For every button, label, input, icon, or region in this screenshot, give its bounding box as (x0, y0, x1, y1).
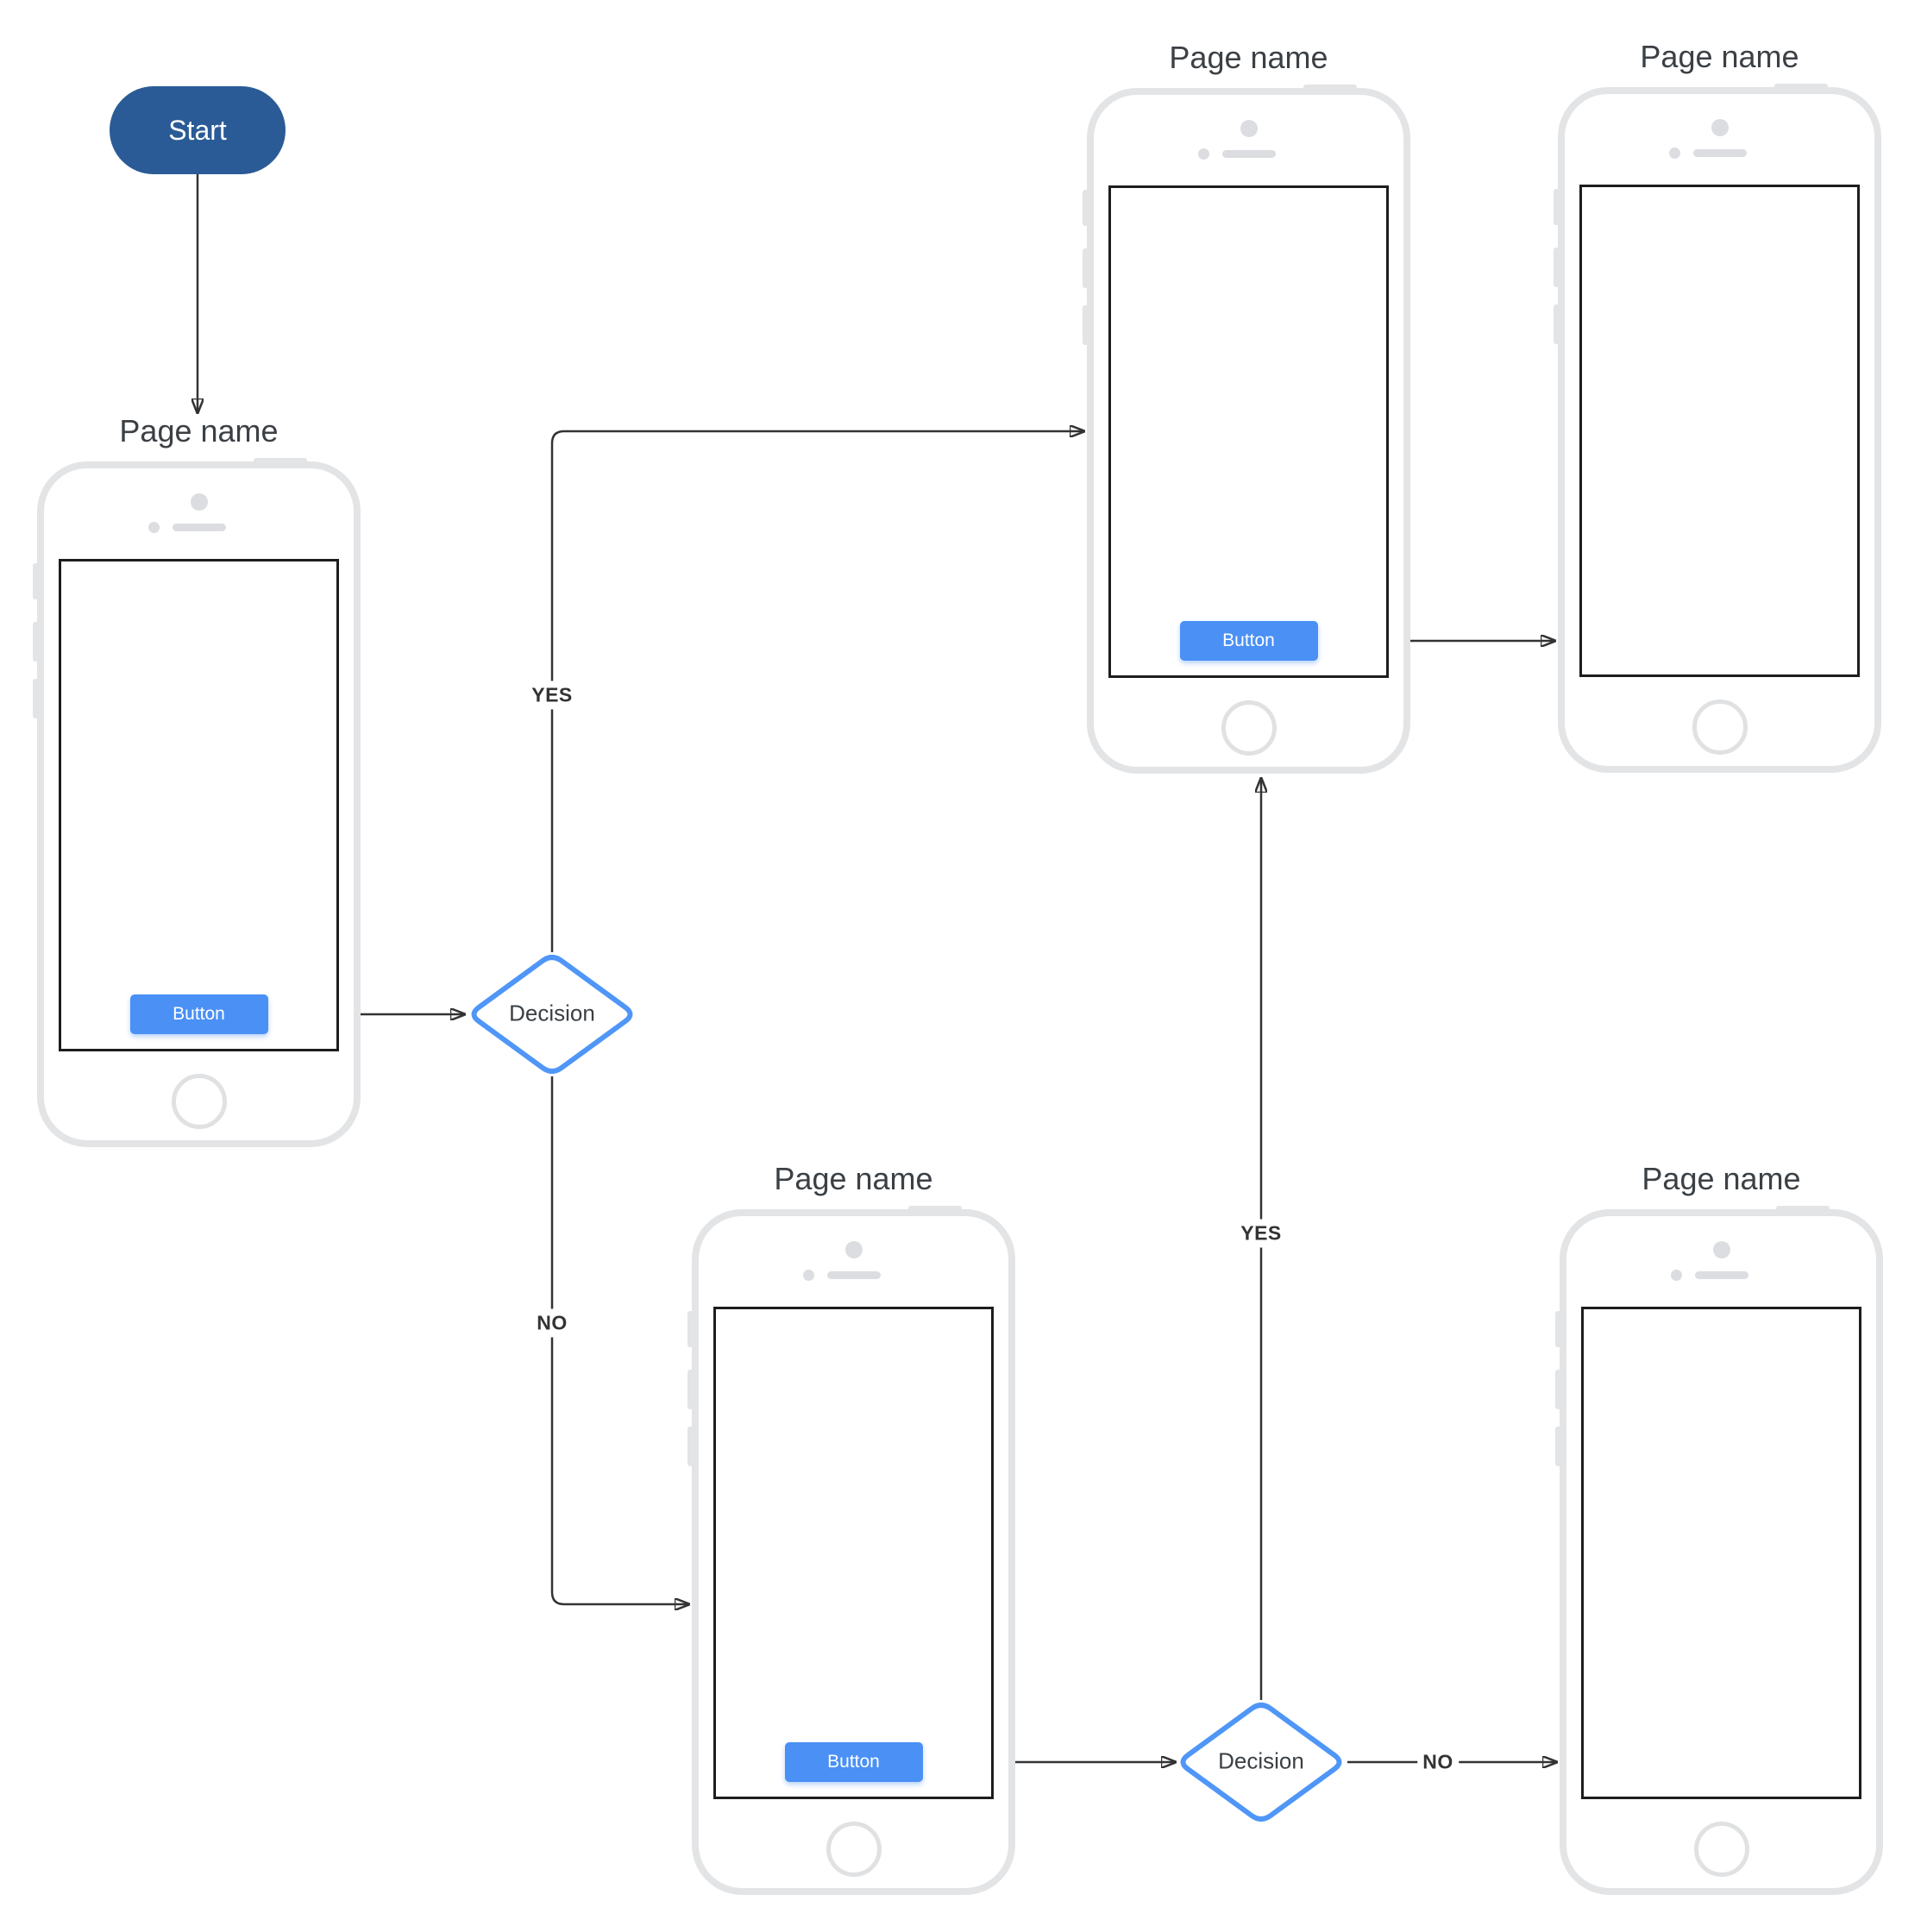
camera-icon (1711, 119, 1729, 136)
volume-up-icon (1083, 248, 1089, 288)
phone-frame: Button (1083, 85, 1410, 774)
edge-label-yes-1: YES (526, 681, 578, 710)
phone-screen (1581, 1307, 1861, 1799)
phone-page-2: Page name Button (1083, 40, 1410, 774)
page-name-label: Page name (1640, 39, 1799, 74)
phone-screen (1579, 185, 1860, 677)
phone-frame: Button (687, 1206, 1015, 1895)
home-button (171, 1074, 227, 1129)
decision-node-2[interactable]: Decision (1175, 1698, 1347, 1826)
sensor-icon (1670, 1270, 1682, 1281)
phone-page-3: Page name (1554, 39, 1881, 773)
volume-down-icon (1554, 304, 1560, 344)
edge-label-no-2: NO (1417, 1747, 1459, 1777)
speaker-icon (826, 1271, 881, 1279)
button-node[interactable]: Button (1179, 621, 1318, 661)
volume-up-icon (1555, 1370, 1561, 1409)
button-node[interactable]: Button (784, 1742, 923, 1782)
phone-page-5: Page name (1555, 1161, 1883, 1895)
mute-switch-icon (33, 563, 39, 599)
home-button (1692, 699, 1748, 755)
power-button-icon (1776, 1206, 1830, 1216)
edge-label-no-1: NO (531, 1308, 573, 1338)
diamond-shape (471, 955, 633, 1074)
decision-node-1[interactable]: Decision (466, 950, 638, 1078)
volume-up-icon (687, 1370, 694, 1409)
sensor-icon (1197, 148, 1209, 160)
speaker-icon (172, 524, 226, 531)
decision-label: Decision (1218, 1747, 1304, 1774)
mute-switch-icon (1555, 1311, 1561, 1347)
phone-page-4: Page name Button (687, 1161, 1015, 1895)
volume-down-icon (1083, 305, 1089, 345)
decision-label: Decision (509, 1000, 595, 1026)
home-button (1221, 700, 1277, 756)
volume-down-icon (687, 1427, 694, 1466)
edge-label-yes-2: YES (1235, 1219, 1287, 1248)
volume-down-icon (1555, 1427, 1561, 1466)
start-node[interactable]: Start (110, 86, 286, 174)
mute-switch-icon (1083, 190, 1089, 226)
home-button (826, 1822, 882, 1877)
sensor-icon (802, 1270, 814, 1281)
phone-frame (1555, 1206, 1883, 1895)
power-button-icon (1774, 84, 1828, 94)
camera-icon (1240, 120, 1258, 137)
speaker-icon (1694, 1271, 1748, 1279)
phone-page-1: Page name Button (33, 413, 361, 1147)
page-name-label: Page name (774, 1161, 933, 1196)
speaker-icon (1221, 150, 1276, 158)
power-button-icon (908, 1206, 962, 1216)
volume-down-icon (33, 679, 39, 718)
page-name-label: Page name (1169, 40, 1328, 75)
phone-screen: Button (1108, 185, 1389, 678)
edge-decision1-no-to-page4 (550, 1076, 688, 1604)
phone-frame (1554, 84, 1881, 773)
camera-icon (1712, 1241, 1730, 1258)
phone-frame: Button (33, 458, 361, 1147)
volume-up-icon (1554, 248, 1560, 287)
speaker-icon (1692, 149, 1747, 157)
page-name-label: Page name (119, 413, 279, 448)
phone-screen: Button (713, 1307, 994, 1799)
volume-up-icon (33, 622, 39, 662)
button-node[interactable]: Button (129, 994, 268, 1034)
camera-icon (190, 493, 208, 511)
diamond-shape (1180, 1703, 1342, 1822)
edge-decision1-yes-to-page2 (550, 431, 1083, 952)
home-button (1693, 1822, 1749, 1877)
camera-icon (844, 1241, 863, 1258)
sensor-icon (148, 522, 160, 533)
mute-switch-icon (687, 1311, 694, 1347)
phone-screen: Button (59, 559, 339, 1051)
mute-switch-icon (1554, 189, 1560, 225)
sensor-icon (1668, 147, 1680, 159)
power-button-icon (254, 458, 307, 468)
page-name-label: Page name (1642, 1161, 1801, 1196)
power-button-icon (1303, 85, 1357, 95)
